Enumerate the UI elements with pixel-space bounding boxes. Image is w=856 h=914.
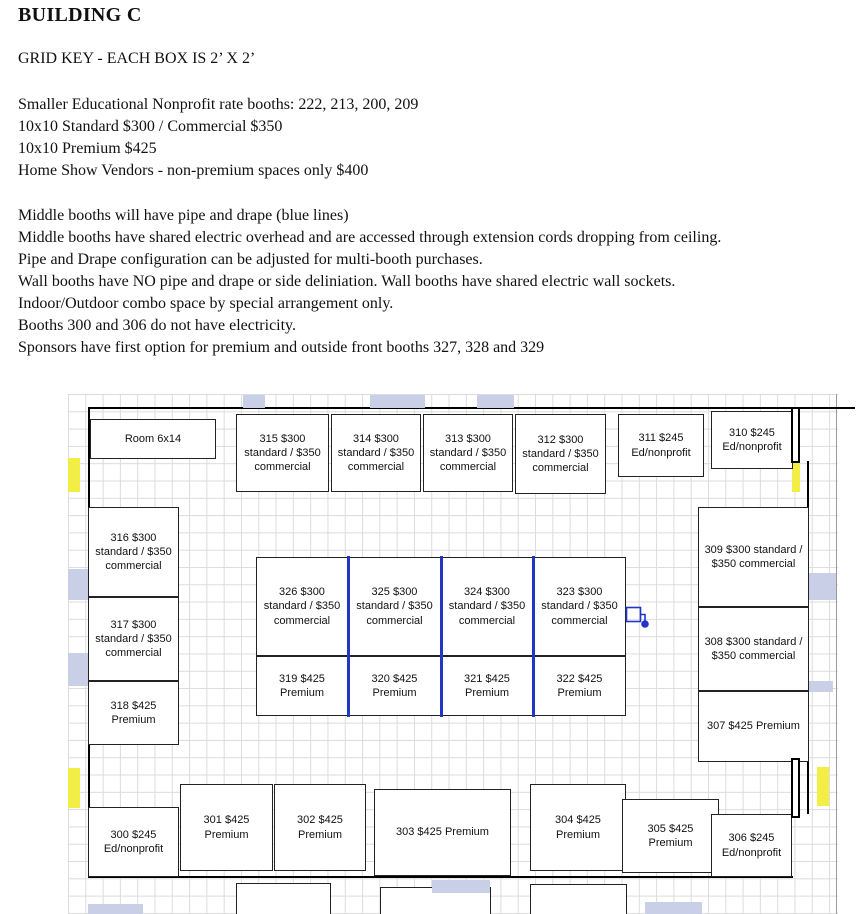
booth-303: 303 $425 Premium (374, 789, 511, 876)
note-line: Booths 300 and 306 do not have electrici… (18, 317, 297, 334)
info-notes: Middle booths will have pipe and drape (… (18, 205, 721, 359)
booth-305: 305 $425 Premium (622, 799, 719, 873)
booth-312: 312 $300 standard / $350 commercial (515, 414, 606, 494)
booth-321: 321 $425 Premium (441, 656, 533, 716)
booth-302: 302 $425 Premium (274, 784, 366, 871)
wall-bar-top-right (791, 407, 800, 463)
booth-307: 307 $425 Premium (698, 691, 809, 762)
booth-314: 314 $300 standard / $350 commercial (331, 414, 421, 492)
note-line: Pipe and Drape configuration can be adju… (18, 251, 483, 268)
wall-highlight (68, 458, 80, 492)
wall-bar-bottom-right (791, 758, 800, 818)
wall-line-top (88, 407, 793, 409)
wall-line-top-right (799, 407, 855, 409)
booth-315: 315 $300 standard / $350 commercial (236, 414, 329, 492)
door-marker (432, 880, 490, 893)
door-marker (68, 653, 88, 686)
door-marker (645, 902, 702, 914)
room-6x14: Room 6x14 (90, 419, 216, 459)
pipe-drape-line (347, 556, 350, 717)
note-line: Sponsors have first option for premium a… (18, 339, 545, 356)
booth-316: 316 $300 standard / $350 commercial (88, 507, 179, 597)
booth-325: 325 $300 standard / $350 commercial (348, 557, 441, 656)
wall-line-bottom (88, 876, 793, 878)
electric-drop-icon (625, 606, 649, 628)
booth-304: 304 $425 Premium (530, 784, 626, 871)
booth-326: 326 $300 standard / $350 commercial (256, 557, 348, 656)
pipe-drape-line (440, 556, 443, 717)
note-line: 10x10 Premium $425 (18, 140, 157, 157)
note-line: Home Show Vendors - non-premium spaces o… (18, 162, 369, 179)
door-marker (370, 395, 425, 408)
door-marker (243, 395, 265, 408)
note-line: Indoor/Outdoor combo space by special ar… (18, 295, 394, 312)
door-marker (809, 573, 836, 600)
note-line: Middle booths have shared electric overh… (18, 229, 722, 246)
note-line: Middle booths will have pipe and drape (… (18, 207, 349, 224)
grid-key-label: GRID KEY - EACH BOX IS 2’ X 2’ (18, 50, 256, 67)
rate-notes: Smaller Educational Nonprofit rate booth… (18, 94, 418, 182)
note-line: 10x10 Standard $300 / Commercial $350 (18, 118, 283, 135)
door-marker (88, 904, 143, 914)
booth-324: 324 $300 standard / $350 commercial (441, 557, 533, 656)
booth-309: 309 $300 standard / $350 commercial (698, 507, 809, 607)
door-marker (809, 681, 833, 692)
pipe-drape-line (532, 556, 535, 717)
booth-308: 308 $300 standard / $350 commercial (698, 607, 809, 691)
page-title: BUILDING C (18, 4, 142, 26)
door-marker (68, 569, 88, 600)
booth-329-partial (530, 884, 627, 914)
note-line: Smaller Educational Nonprofit rate booth… (18, 96, 419, 113)
wall-highlight (792, 462, 800, 492)
booth-306: 306 $245 Ed/nonprofit (711, 814, 792, 877)
booth-323: 323 $300 standard / $350 commercial (533, 557, 626, 656)
door-marker (477, 395, 514, 408)
note-line: Wall booths have NO pipe and drape or si… (18, 273, 676, 290)
booth-317: 317 $300 standard / $350 commercial (88, 597, 179, 681)
booth-311: 311 $245 Ed/nonprofit (618, 414, 704, 477)
booth-320: 320 $425 Premium (348, 656, 441, 716)
grid-right-edge-line (836, 394, 837, 914)
booth-318: 318 $425 Premium (88, 681, 179, 745)
wall-highlight (68, 768, 80, 808)
booth-300: 300 $245 Ed/nonprofit (88, 807, 179, 877)
booth-313: 313 $300 standard / $350 commercial (423, 414, 513, 492)
wall-highlight (817, 767, 829, 806)
booth-327-partial (236, 883, 331, 914)
booth-310: 310 $245 Ed/nonprofit (711, 411, 793, 469)
booth-319: 319 $425 Premium (256, 656, 348, 716)
booth-301: 301 $425 Premium (180, 784, 273, 871)
booth-322: 322 $425 Premium (533, 656, 626, 716)
